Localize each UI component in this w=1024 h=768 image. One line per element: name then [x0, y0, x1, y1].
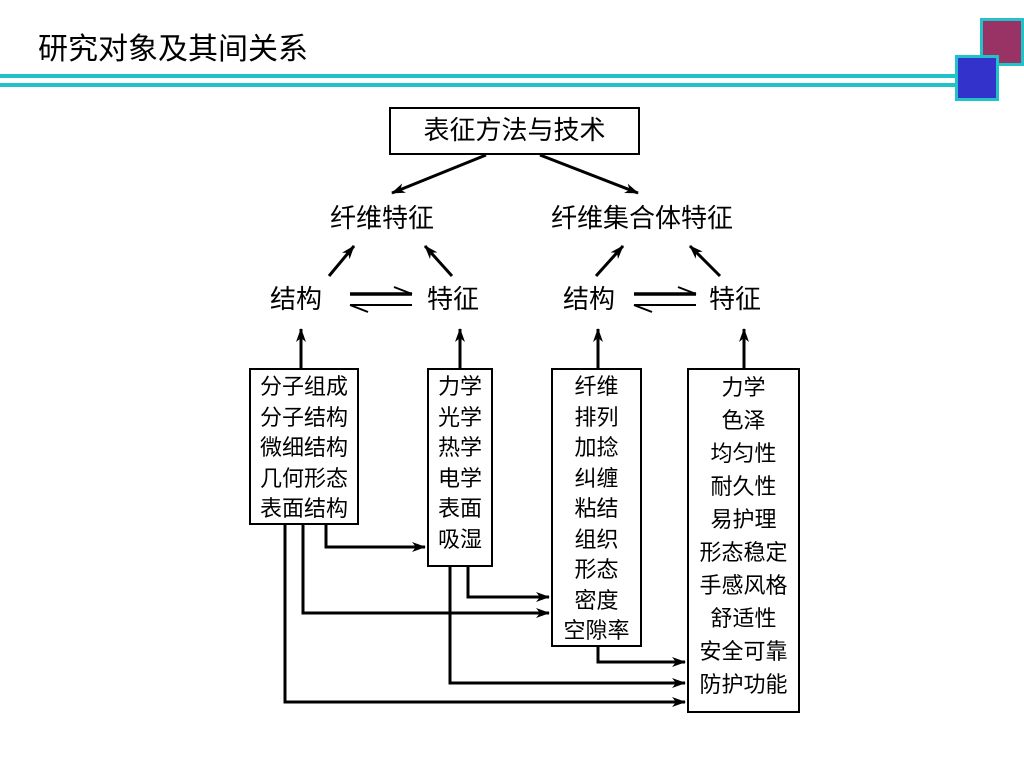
list-item: 力学	[721, 376, 766, 401]
arrow-box2-to-box3	[466, 567, 550, 602]
list-item: 电学	[437, 466, 482, 492]
list-item: 力学	[437, 375, 482, 400]
right-property-label: 特征	[709, 285, 762, 315]
assembly-feature-label: 纤维集合体特征	[551, 204, 734, 234]
list-item: 分子组成	[259, 375, 348, 400]
list-item: 防护功能	[699, 673, 788, 698]
assembly-structure-box: 纤维 排列 加捻 纠缠 粘结 组织 形态 密度 空隙率	[551, 368, 642, 647]
fiber-structure-box: 分子组成 分子结构 微细结构 几何形态 表面结构	[249, 368, 359, 525]
list-item: 表面结构	[259, 497, 348, 522]
arrow-box1-to-box2	[324, 525, 426, 552]
arrow-box1-to-box4	[283, 525, 686, 707]
list-item: 吸湿	[437, 527, 482, 553]
list-item: 几何形态	[259, 466, 348, 492]
slide-title: 研究对象及其间关系	[38, 32, 308, 67]
arrow-lprop-to-fiber	[423, 244, 454, 278]
list-item: 分子结构	[259, 405, 348, 431]
list-item: 舒适性	[710, 607, 777, 632]
root-label: 表征方法与技术	[423, 116, 606, 146]
list-item: 热学	[437, 436, 482, 461]
list-item: 形态	[574, 558, 619, 583]
arrow-lstruct-to-fiber	[327, 245, 356, 277]
list-item: 耐久性	[710, 475, 777, 500]
left-property-label: 特征	[427, 285, 480, 315]
assembly-property-box: 力学 色泽 均匀性 耐久性 易护理 形态稳定 手感风格 舒适性 安全可靠 防护功…	[687, 368, 800, 713]
list-item: 均匀性	[710, 442, 777, 467]
list-item: 表面	[437, 497, 482, 522]
list-item: 密度	[574, 588, 619, 614]
list-item: 光学	[437, 405, 482, 431]
list-item: 微细结构	[259, 436, 348, 461]
list-item: 色泽	[721, 409, 766, 434]
list-item: 形态稳定	[699, 541, 788, 566]
root-box: 表征方法与技术	[389, 107, 640, 155]
arrow-rprop-to-assembly	[688, 244, 722, 278]
decor-square-blue	[955, 55, 999, 101]
list-item: 排列	[574, 405, 619, 431]
arrow-box2-to-box4	[448, 567, 686, 688]
list-item: 安全可靠	[699, 640, 788, 665]
arrow-box3-to-box4	[596, 647, 686, 667]
list-item: 易护理	[710, 508, 777, 533]
equilibrium-right	[633, 286, 697, 313]
arrow-root-to-assembly	[539, 153, 639, 195]
list-item: 纠缠	[574, 466, 619, 492]
arrow-root-to-fiber	[391, 153, 487, 195]
list-item: 空隙率	[563, 619, 630, 644]
header-rule-top	[0, 74, 958, 78]
right-structure-label: 结构	[563, 285, 616, 315]
fiber-feature-label: 纤维特征	[330, 204, 435, 234]
list-item: 组织	[574, 527, 619, 553]
equilibrium-left	[349, 286, 413, 313]
list-item: 加捻	[574, 436, 619, 461]
arrow-box1-to-box3	[301, 525, 550, 618]
arrow-rstruct-to-assembly	[594, 244, 625, 278]
list-item: 粘结	[574, 497, 619, 522]
list-item: 纤维	[574, 375, 619, 400]
fiber-property-box: 力学 光学 热学 电学 表面 吸湿	[427, 368, 493, 567]
left-structure-label: 结构	[270, 285, 323, 315]
header-rule-bottom	[0, 83, 958, 87]
list-item: 手感风格	[699, 574, 788, 599]
